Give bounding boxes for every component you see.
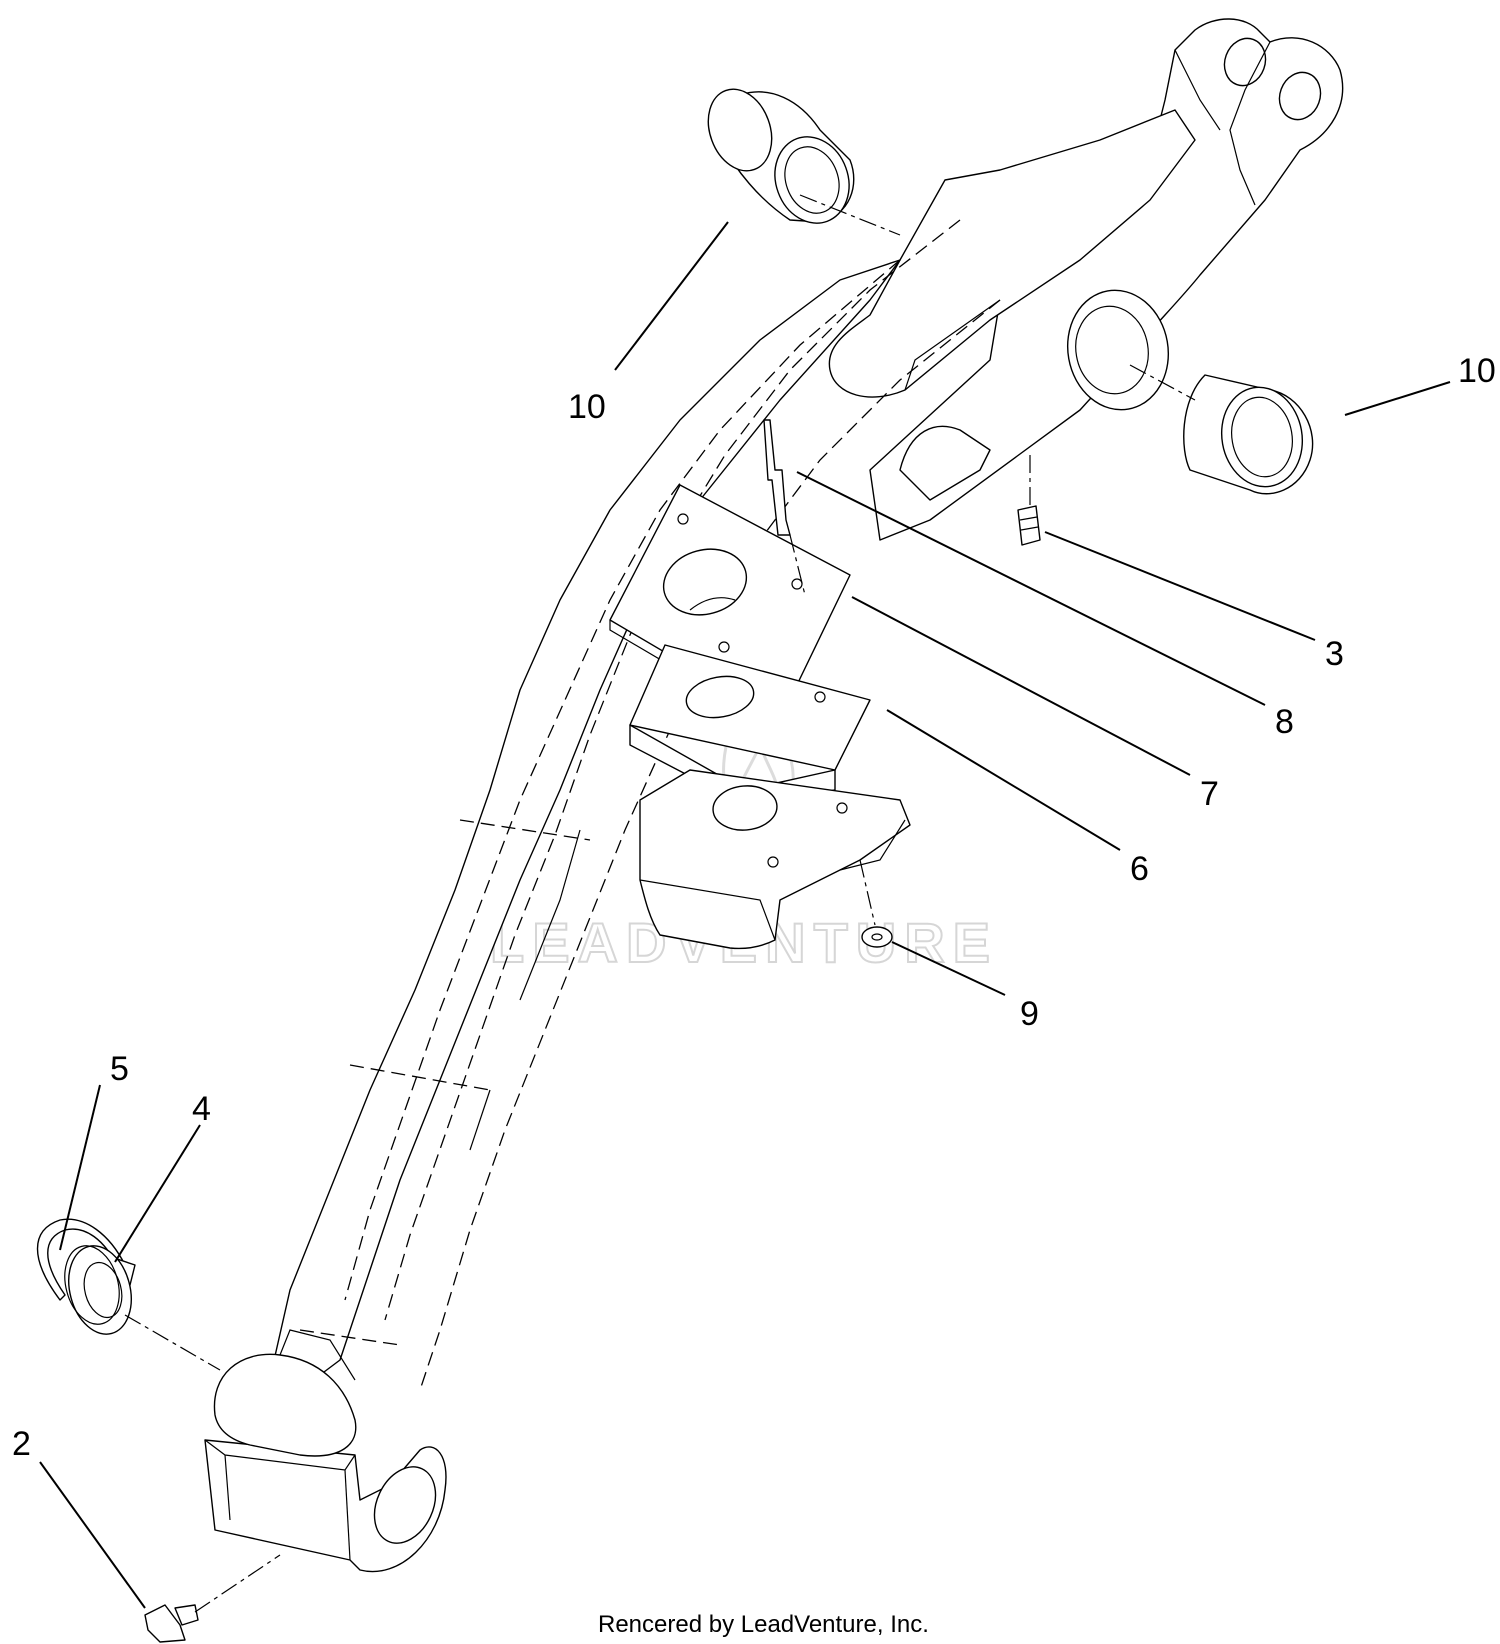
leader-10-right	[1344, 381, 1451, 416]
upper-pivot-hole	[1223, 37, 1267, 87]
arm-bracket	[639, 769, 911, 950]
leader-5	[59, 1084, 101, 1251]
credit-text: Rencered by LeadVenture, Inc.	[598, 1611, 929, 1638]
callout-9: 9	[1020, 995, 1039, 1033]
callouts: 10 10 3 8 7 6 9 5 4 2	[12, 352, 1496, 1463]
callout-3: 3	[1325, 635, 1344, 673]
leader-10-top	[614, 221, 729, 371]
callout-8: 8	[1275, 703, 1294, 741]
arm-lower-end	[204, 1329, 447, 1573]
bushing-10-top	[707, 88, 855, 224]
pivot-boss	[1066, 289, 1170, 411]
callout-10-right: 10	[1458, 352, 1496, 390]
upper-pivot-hole-2	[1278, 71, 1322, 121]
bearing-4	[64, 1245, 221, 1371]
callout-5: 5	[110, 1050, 129, 1088]
callout-7: 7	[1200, 775, 1219, 813]
mount-plate-7	[609, 484, 851, 732]
washer-9	[859, 859, 893, 948]
callout-4: 4	[192, 1090, 211, 1128]
leader-8	[796, 471, 1266, 706]
grease-fitting-3	[1017, 455, 1041, 546]
leader-4	[114, 1124, 201, 1263]
leader-lines	[39, 194, 1451, 1609]
roll-pin-8	[763, 419, 806, 596]
callout-6: 6	[1130, 850, 1149, 888]
lower-pivot-hole	[373, 1466, 437, 1544]
callout-10-top: 10	[568, 388, 606, 426]
loader-arm	[264, 18, 1344, 1401]
leader-6	[886, 709, 1121, 851]
grease-fitting-2	[144, 1554, 281, 1643]
leader-2	[39, 1461, 146, 1609]
bushing-10-right	[1183, 374, 1314, 495]
leader-7	[851, 596, 1191, 776]
leader-3	[1044, 531, 1316, 641]
leader-9	[891, 941, 1006, 996]
callout-2: 2	[12, 1425, 31, 1463]
